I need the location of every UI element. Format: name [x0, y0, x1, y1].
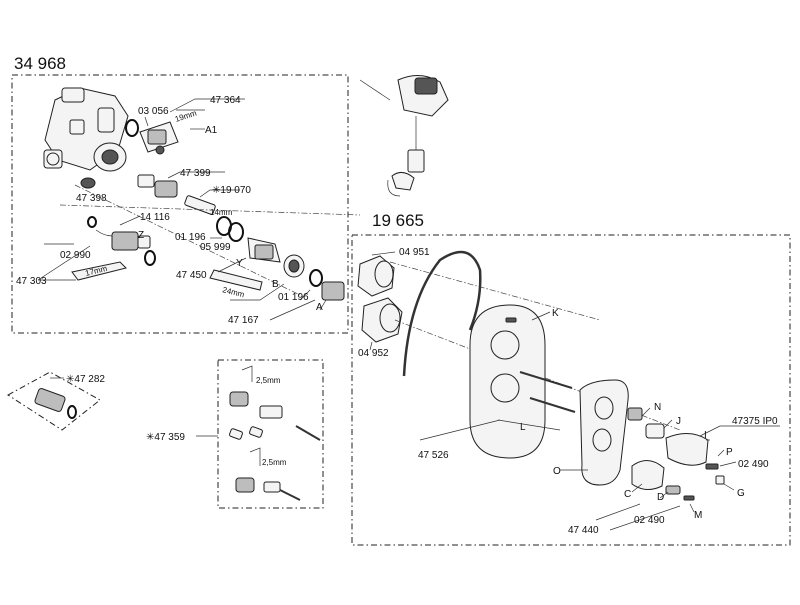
seal-loop-gasket	[402, 250, 482, 377]
adapter-D	[665, 485, 681, 495]
kit-number-main-body: 34 968	[14, 54, 66, 73]
label-M: M	[694, 510, 702, 521]
label-01196-b: 01 196	[278, 292, 309, 303]
escutcheon-O	[579, 379, 629, 486]
label-47167: 47 167	[228, 315, 259, 326]
dim-14mm: 14mm	[210, 208, 233, 217]
spindle-47399	[137, 174, 178, 198]
dim-2-5mm-a: 2,5mm	[256, 376, 281, 385]
label-14116: 14 116	[140, 212, 170, 223]
label-J: J	[676, 416, 681, 427]
label-A: A	[316, 302, 323, 313]
label-03056: 03 056	[138, 106, 169, 117]
diverter-installation-detail	[359, 75, 449, 197]
cartridge-05999	[216, 216, 281, 263]
main-body-kit-frame	[11, 74, 349, 334]
handle-C	[631, 460, 665, 490]
sleeve-04951	[357, 255, 395, 297]
assembly-axis-right-upper	[389, 261, 601, 321]
cap-nut-47398	[80, 177, 96, 189]
label-02490-a: 02 490	[738, 459, 769, 470]
label-04952: 04 952	[358, 348, 389, 359]
label-02490-b: 02 490	[634, 515, 665, 526]
label-O: O	[553, 466, 561, 477]
cartridge-47282-detail	[7, 371, 101, 431]
label-N: N	[654, 402, 661, 413]
sleeve-04952	[361, 297, 403, 343]
cartridge-upper-47359	[229, 365, 321, 441]
label-01196-a: 01 196	[175, 232, 206, 243]
label-A1: A1	[205, 125, 218, 136]
label-47398: 47 398	[76, 193, 107, 204]
label-47450: 47 450	[176, 270, 207, 281]
handle-I	[665, 433, 709, 466]
cartridge-lower-47359	[235, 447, 301, 501]
label-47526: 47 526	[418, 450, 449, 461]
label-47359: ✳47 359	[146, 432, 185, 443]
service-kit-47359-frame	[217, 359, 324, 509]
dim-2-5mm-b: 2,5mm	[262, 458, 287, 467]
assembly-axis-left	[59, 204, 361, 216]
label-47375: 47375 IP0	[732, 416, 778, 427]
label-47282: ✳47 282	[66, 374, 105, 385]
cartridge-14116	[87, 216, 156, 266]
screw-P	[705, 463, 719, 470]
label-P: P	[726, 447, 733, 458]
label-B: B	[272, 279, 279, 290]
screws-L	[519, 371, 576, 413]
trim-kit-frame	[351, 234, 791, 546]
valve-body-housing	[43, 87, 129, 172]
cover-plate-K	[469, 304, 546, 459]
label-K: K	[552, 308, 559, 319]
wrench-17mm	[71, 261, 127, 281]
label-Y: Y	[236, 258, 243, 269]
label-D: D	[657, 492, 664, 503]
cartridge-03056	[125, 119, 179, 155]
label-47399: 47 399	[180, 168, 211, 179]
label-G: G	[737, 488, 745, 499]
label-04951: 04 951	[399, 247, 430, 258]
label-L: L	[520, 422, 526, 433]
dim-19mm: 19mm	[174, 108, 198, 124]
label-47440: 47 440	[568, 525, 599, 536]
label-19070: ✳19 070	[212, 185, 251, 196]
adapter-J	[645, 423, 665, 439]
nut-part-B	[283, 254, 305, 278]
wrench-24mm	[209, 269, 263, 291]
adapter-N	[627, 407, 643, 421]
label-47364: 47 364	[210, 95, 241, 106]
dim-24mm: 24mm	[222, 285, 246, 299]
label-Z: Z	[138, 230, 144, 241]
screw-M	[683, 495, 695, 501]
label-I: I	[704, 430, 707, 441]
cap-G	[715, 475, 725, 485]
label-05999: 05 999	[200, 242, 231, 253]
label-47303: 47 303	[16, 276, 47, 287]
assembly-axis-diagonal	[74, 184, 301, 296]
label-C: C	[624, 489, 631, 500]
check-valve-part-A	[309, 269, 345, 301]
kit-number-trim: 19 665	[372, 211, 424, 230]
